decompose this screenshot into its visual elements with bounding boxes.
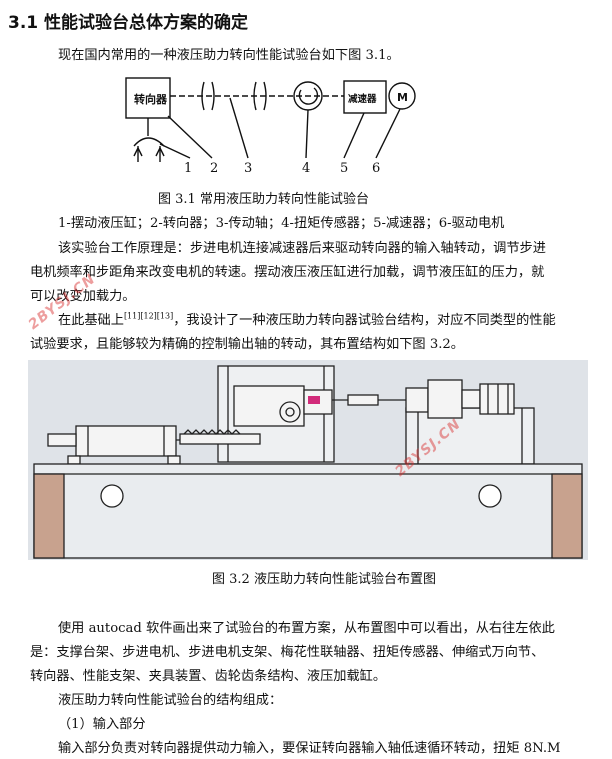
design-prefix: 在此基础上 <box>58 313 124 328</box>
layout-desc-line-2: 是：支撑台架、步进电机、步进电机支架、梅花性联轴器、扭矩传感器、伸缩式万向节、 <box>30 645 545 660</box>
figure-3-2-caption: 图 3.2 液压助力转向性能试验台布置图 <box>212 572 436 587</box>
part-number-3: 3 <box>244 161 252 176</box>
composition-line: 液压助力转向性能试验台的结构组成： <box>58 693 283 708</box>
part-number-5: 5 <box>340 161 348 176</box>
intro-text: 现在国内常用的一种液压助力转向性能试验台如下图 3.1。 <box>58 48 400 63</box>
subsection-input: （1）输入部分 <box>58 717 146 732</box>
input-desc-line: 输入部分负责对转向器提供动力输入，要保证转向器输入轴低速循环转动，扭矩 8N.M <box>58 741 561 756</box>
figure-3-1-caption: 图 3.1 常用液压助力转向性能试验台 <box>158 192 369 207</box>
box-label-steering-gear: 转向器 <box>134 92 168 106</box>
reference-marks: [11][12][13] <box>123 311 174 321</box>
figure-3-1-schematic: 转向器 减速器 M 1 2 3 4 5 6 <box>125 77 416 176</box>
part-number-1: 1 <box>184 161 192 176</box>
layout-desc-line-3: 转向器、性能支架、夹具装置、齿轮齿条结构、液压加载缸。 <box>30 669 387 684</box>
part-number-6: 6 <box>372 161 380 176</box>
design-line-2: 试验要求，且能够较为精确的控制输出轴的转动，其布置结构如下图 3.2。 <box>30 337 464 352</box>
section-title: 3.1 性能试验台总体方案的确定 <box>8 13 249 33</box>
box-label-reducer: 减速器 <box>348 93 377 105</box>
part-number-2: 2 <box>210 161 218 176</box>
figure-3-2-drawing <box>28 360 588 560</box>
figure-3-1-legend: 1-摆动液压缸；2-转向器；3-传动轴；4-扭矩传感器；5-减速器；6-驱动电机 <box>58 216 505 231</box>
motor-label: M <box>397 91 408 104</box>
design-line-1: 在此基础上[11][12][13]，我设计了一种液压助力转向器试验台结构，对应不… <box>58 309 556 328</box>
layout-desc-line-1: 使用 autocad 软件画出来了试验台的布置方案，从布置图中可以看出，从右往左… <box>58 621 555 636</box>
principle-line-3: 可以改变加载力。 <box>30 289 136 304</box>
part-number-4: 4 <box>302 161 310 176</box>
design-suffix: ，我设计了一种液压助力转向器试验台结构，对应不同类型的性能 <box>173 313 556 328</box>
principle-line-1: 该实验台工作原理是：步进电机连接减速器后来驱动转向器的输入轴转动，调节步进 <box>58 241 546 256</box>
principle-line-2: 电机频率和步距角来改变电机的转速。摆动液压液压缸进行加载，调节液压缸的压力，就 <box>30 265 545 280</box>
